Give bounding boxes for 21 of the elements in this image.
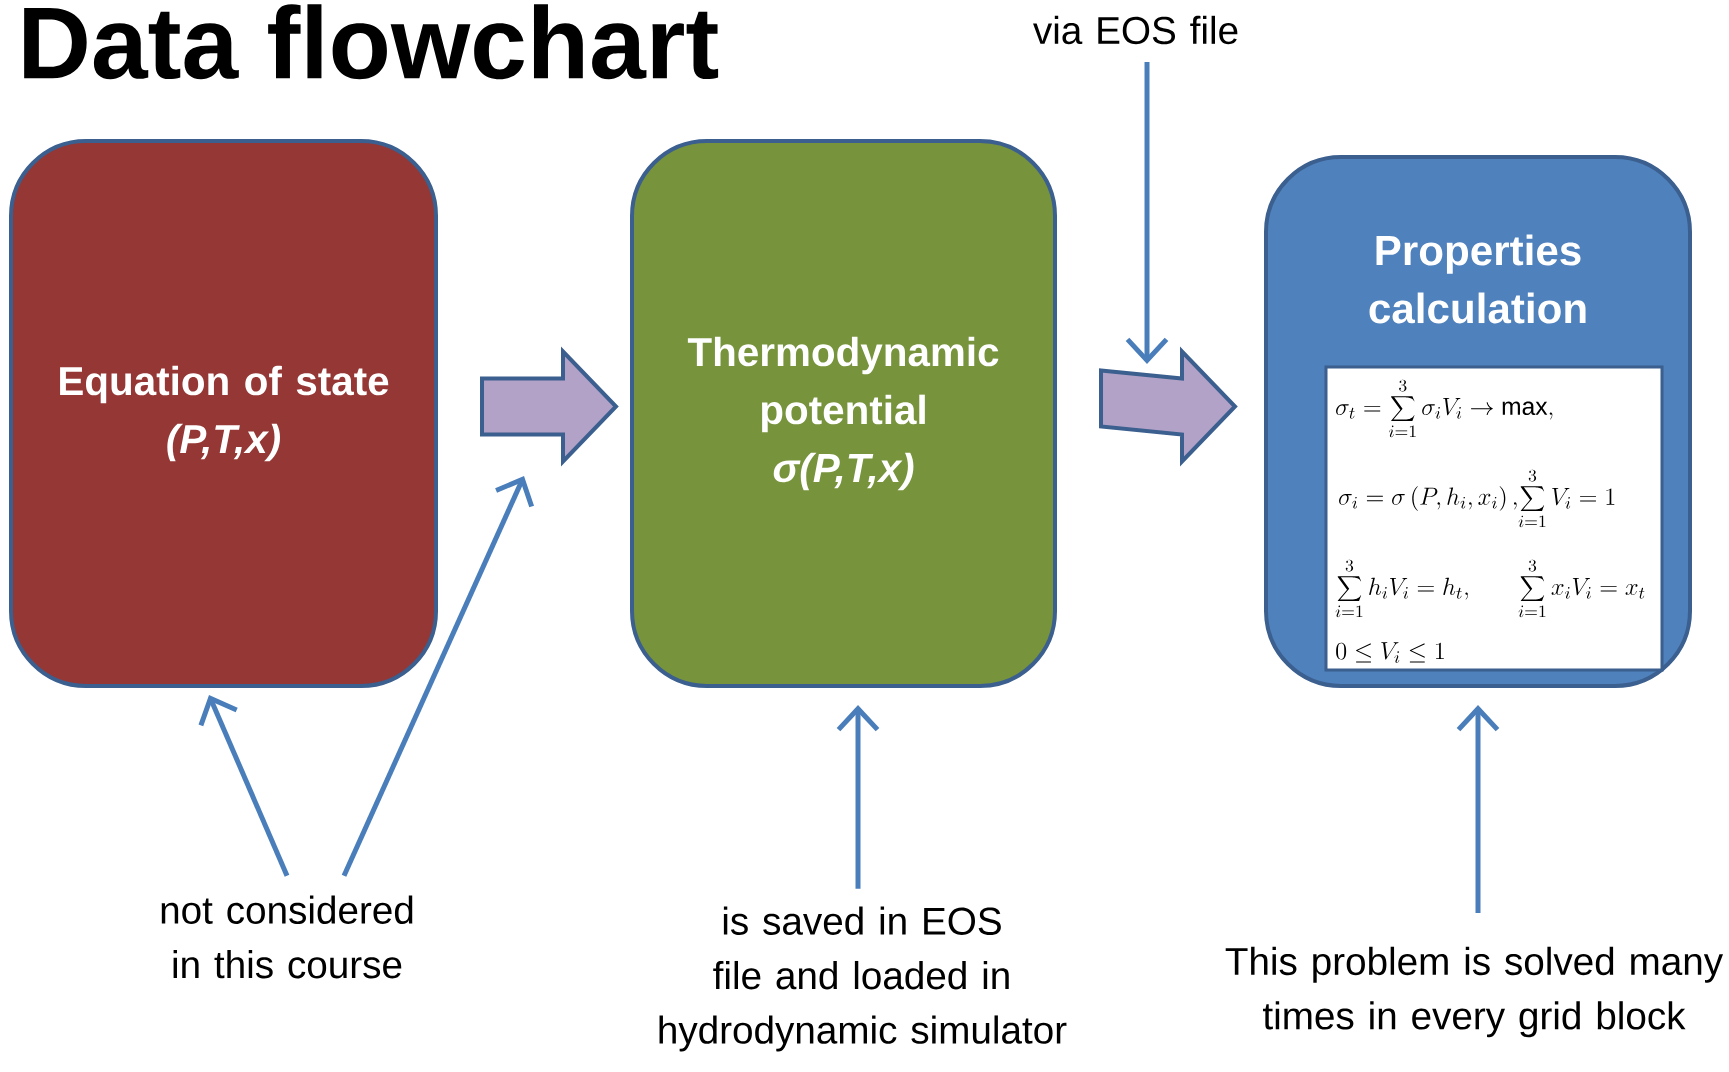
annotation-text: via EOS file xyxy=(1033,15,1238,45)
block-arrow xyxy=(1099,346,1238,467)
annotation-text: This problem is solved many times in every grid block xyxy=(1225,946,1723,1038)
title: Data flowchart xyxy=(24,4,719,80)
equation: $0\le V_i\le 1$ xyxy=(1336,642,1444,663)
annotation-text: not considered in this course xyxy=(161,895,413,979)
arrow xyxy=(1125,62,1169,364)
process-box: Thermodynamic potential σ(P,T,x) xyxy=(630,139,1057,688)
arrow xyxy=(198,695,290,877)
process-box: Equation of state (P,T,x) xyxy=(9,139,438,688)
equation: $\sum_{i=1}^{3}x_iV_i=x_t$ xyxy=(1518,559,1645,618)
equation: $\sigma_t=\sum_{i=1}^{3}\sigma_i V_i\to\max,$ xyxy=(1336,379,1553,438)
annotation-text: is saved in EOS file and loaded in hydrodynamic simulator xyxy=(659,906,1067,1052)
arrow xyxy=(341,476,535,877)
equation: $\sum_{i=1}^{3}h_iV_i=h_t,$ xyxy=(1335,559,1468,618)
arrow xyxy=(836,705,880,889)
formula-box xyxy=(1324,365,1664,672)
arrow xyxy=(1456,705,1500,913)
equation: $\sum_{i=1}^{3}V_i=1$ xyxy=(1518,469,1615,528)
equation: $\sigma_i=\sigma\left(P,h_i,x_i\right),$ xyxy=(1339,486,1517,511)
block-arrow xyxy=(480,346,619,467)
